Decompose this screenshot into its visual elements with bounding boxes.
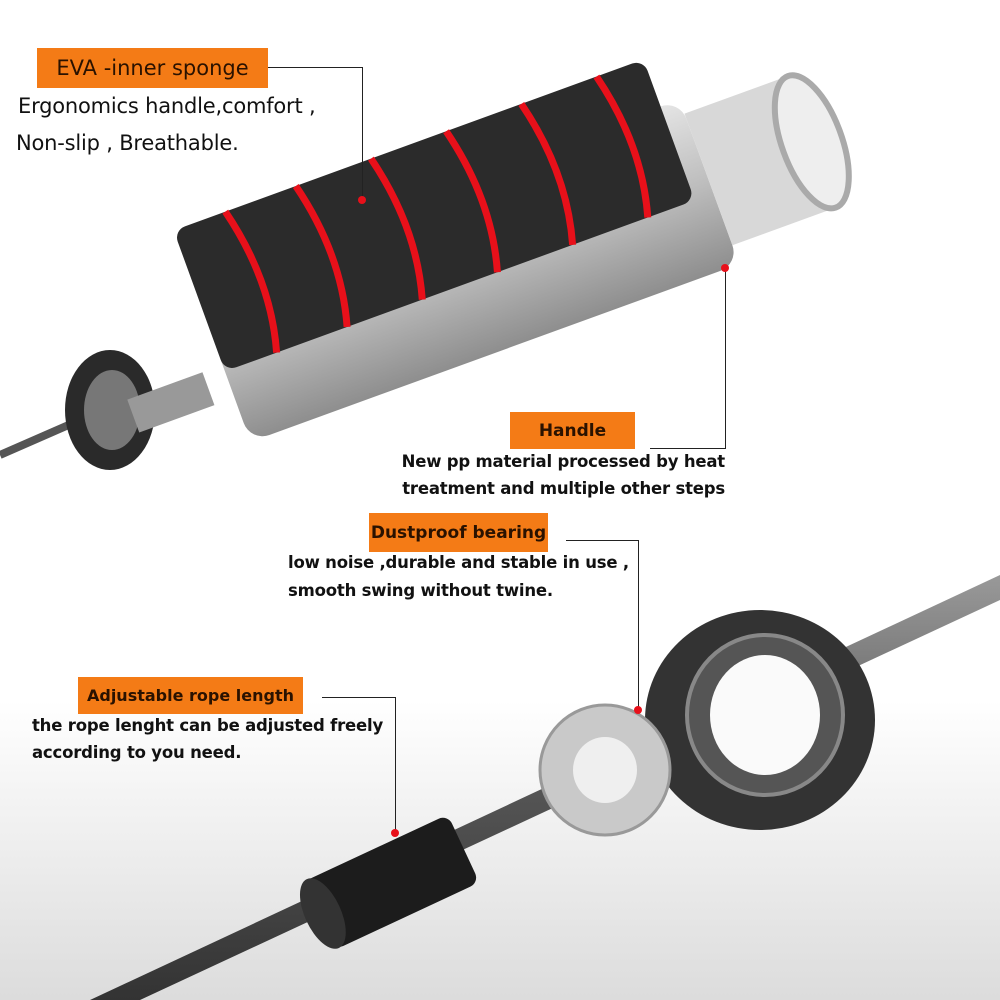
bearing-desc-line-2: smooth swing without twine. — [288, 581, 553, 600]
washer — [538, 703, 672, 837]
eva-leader-line — [268, 67, 363, 201]
handle-tag: Handle — [510, 412, 635, 449]
dustproof-bearing-tag: Dustproof bearing — [369, 513, 548, 552]
bearing-leader-line — [566, 540, 639, 711]
eva-sponge-tag: EVA -inner sponge — [37, 48, 268, 88]
upper-bearing — [65, 350, 215, 470]
rope-leader-line — [322, 697, 396, 834]
bearing-desc-line-1: low noise ,durable and stable in use , — [288, 553, 629, 572]
lower-bearing — [645, 610, 875, 830]
rope-stopper — [299, 817, 477, 949]
bearing-marker-dot — [634, 706, 642, 714]
eva-desc-line-1: Ergonomics handle,comfort , — [18, 94, 316, 118]
handle-desc-line-1: New pp material processed by heat — [401, 452, 726, 471]
rope-desc-line-1: the rope lenght can be adjusted freely — [32, 716, 384, 735]
eva-marker-dot — [358, 196, 366, 204]
rope-desc-line-2: according to you need. — [32, 743, 242, 762]
handle-cutaway — [177, 62, 852, 437]
rope-marker-dot — [391, 829, 399, 837]
handle-desc-line-2: treatment and multiple other steps — [402, 479, 725, 498]
handle-leader-line — [650, 268, 726, 449]
handle-marker-dot — [721, 264, 729, 272]
adjustable-rope-tag: Adjustable rope length — [78, 677, 303, 714]
eva-desc-line-2: Non-slip , Breathable. — [16, 131, 239, 155]
